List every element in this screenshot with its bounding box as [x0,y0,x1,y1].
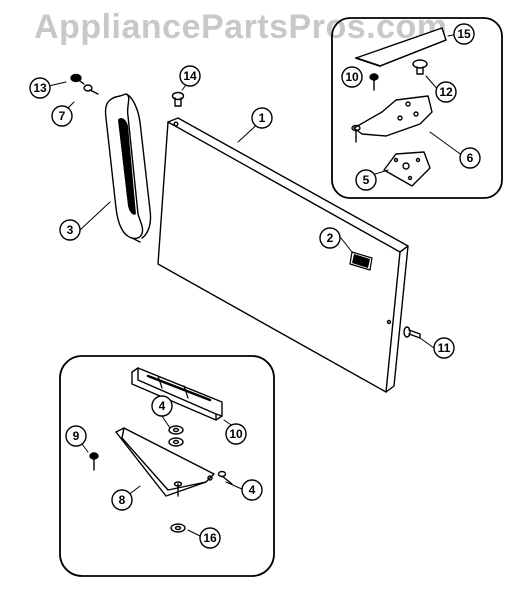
washer-4-upper [168,425,184,447]
callout-label-11: 11 [438,341,451,355]
callout-label-9: 9 [73,429,80,443]
callout-label-14: 14 [183,69,197,83]
detail-box-top-right [331,17,503,199]
callout-label-7: 7 [59,109,66,123]
screw-10-top [369,73,379,91]
callout-label-4: 4 [159,399,166,413]
callout-circle-16 [199,527,221,549]
callout-label-2: 2 [327,231,334,245]
callout-label-1: 1 [259,111,266,125]
callout-circle-11 [433,337,455,359]
callout-circle-5 [355,169,377,191]
callout-label-4: 4 [249,483,256,497]
callout-circle-1 [251,107,273,129]
shim-6 [383,151,431,187]
label-plate [349,251,373,271]
callout-label-3: 3 [67,223,74,237]
hinge-9 [115,427,215,497]
callout-circle-12 [435,81,457,103]
screw-12 [403,326,421,339]
callout-label-15: 15 [457,27,471,41]
screw-5 [217,470,233,485]
callout-label-5: 5 [363,173,370,187]
callout-circle-2 [319,227,341,249]
plug-13 [412,59,428,75]
hinge-cover-16 [355,27,447,67]
callout-label-12: 12 [439,85,453,99]
callout-circle-4 [241,479,263,501]
callout-label-13: 13 [33,81,47,95]
callout-circle-10 [341,66,363,88]
screw-8 [83,84,99,95]
callout-circle-9 [65,425,87,447]
callout-label-10: 10 [345,70,359,84]
door-panel [157,117,409,393]
watermark-text: AppliancePartsPros.com [34,8,448,46]
hinge-bracket-11 [131,367,223,421]
callout-circle-13 [29,77,51,99]
callout-label-16: 16 [203,531,217,545]
callout-circle-6 [459,147,481,169]
hinge-7 [351,95,433,143]
callout-label-10: 10 [229,427,243,441]
washer-4-lower [170,523,186,533]
callout-label-8: 8 [119,493,126,507]
callout-circle-15 [453,23,475,45]
callout-circle-4 [151,395,173,417]
callout-circle-7 [51,105,73,127]
callout-circle-10 [225,423,247,445]
detail-box-bottom-left [59,355,275,577]
callout-circle-8 [111,489,133,511]
screw-10-bottom [89,452,99,471]
callout-circle-3 [59,219,81,241]
callout-label-6: 6 [467,151,474,165]
screw-15 [171,91,185,107]
callout-circle-14 [179,65,201,87]
nut-14 [70,73,85,85]
door-handle [104,93,152,243]
